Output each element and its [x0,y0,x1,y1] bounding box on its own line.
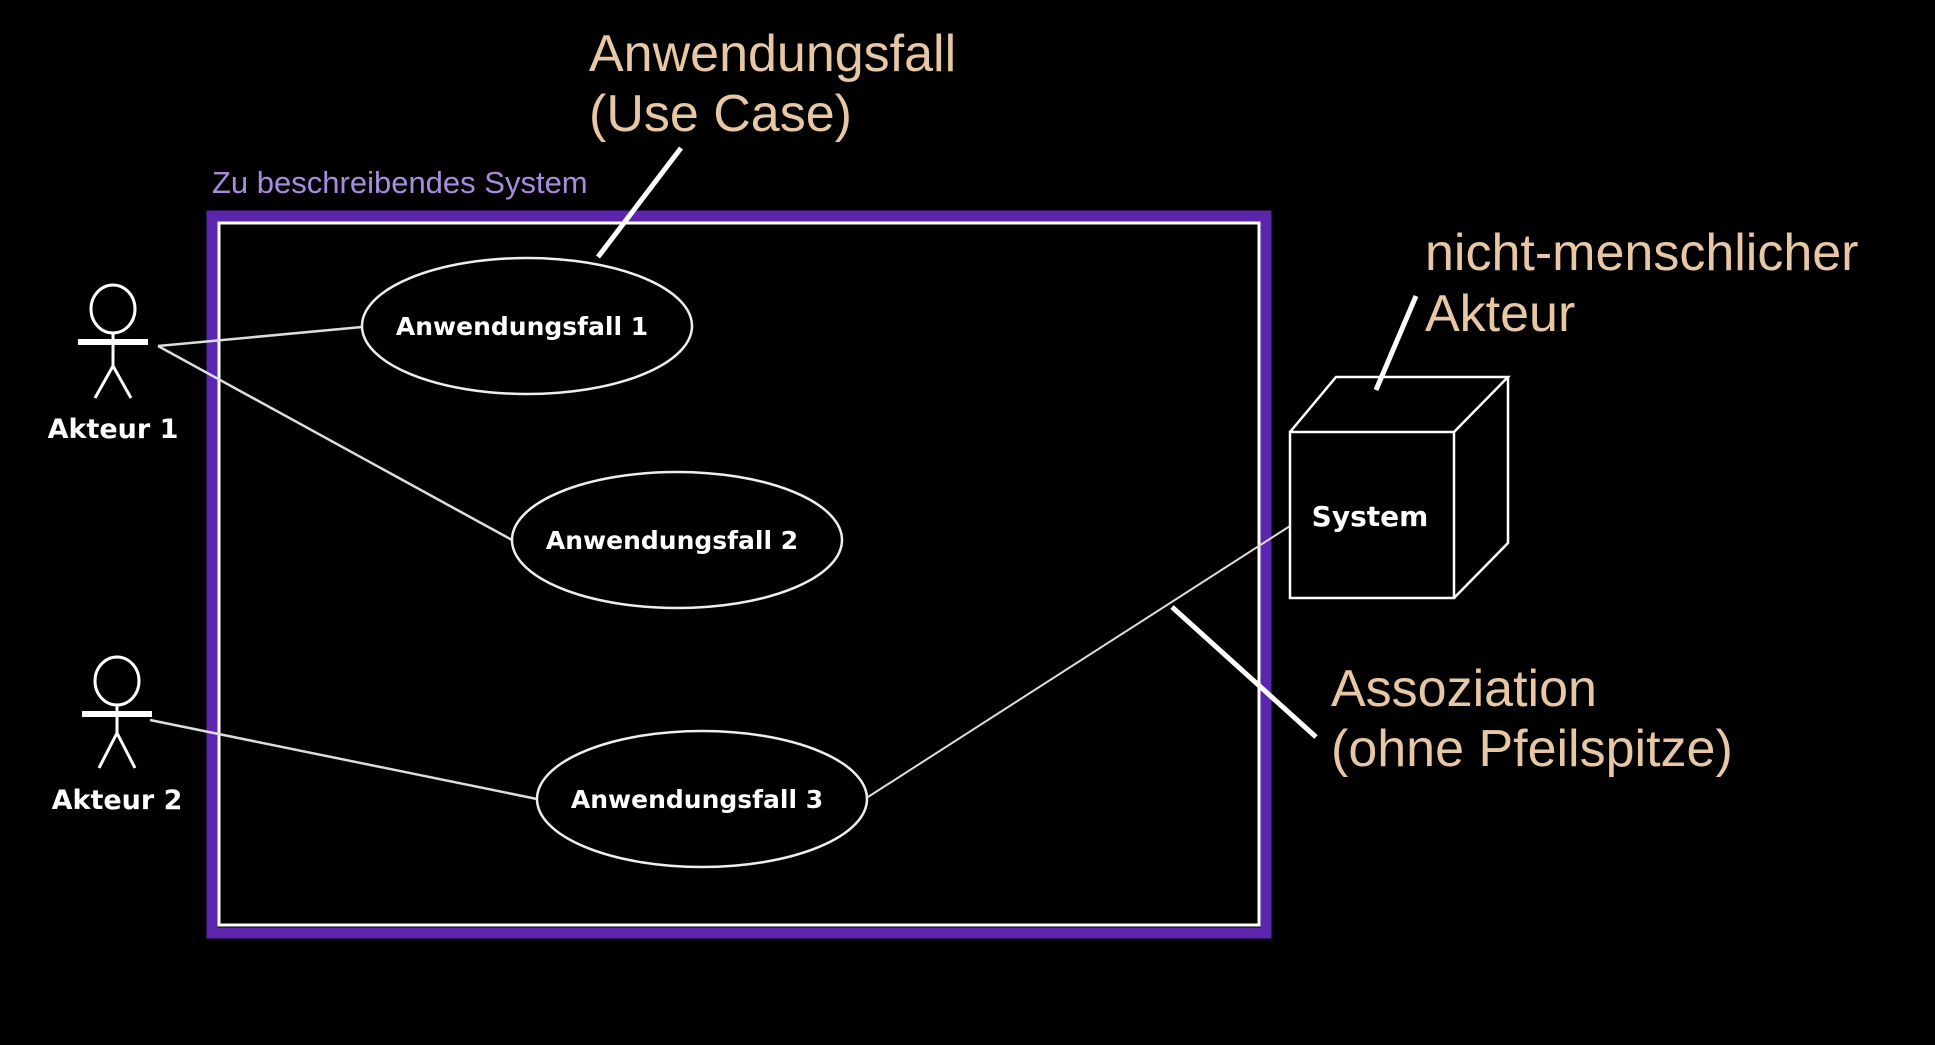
annotation-use-case-line2: (Use Case) [589,85,852,143]
actor-1-label: Akteur 1 [48,414,179,445]
annotation-use-case-line1: Anwendungsfall [589,25,956,83]
association-actor1-uc2 [157,344,513,542]
actor-2[interactable] [82,655,152,769]
annotation-assoc-line2: (ohne Pfeilspitze) [1331,720,1733,778]
association-uc3-system [867,525,1291,798]
pointer-association [1170,605,1318,739]
use-case-3-label: Anwendungsfall 3 [571,785,823,814]
use-case-2[interactable]: Anwendungsfall 2 [510,470,844,610]
system-boundary-label: Zu beschreibendes System [212,165,588,200]
use-case-1-label: Anwendungsfall 1 [396,312,648,341]
pointer-use-case [596,146,683,259]
use-case-3[interactable]: Anwendungsfall 3 [535,729,869,869]
annotation-assoc-line1: Assoziation [1331,660,1597,718]
actor-2-head-icon [93,655,141,707]
use-case-2-label: Anwendungsfall 2 [546,526,798,555]
annotation-nonhuman-line1: nicht-menschlicher [1425,224,1859,282]
actor-1-head-icon [89,283,137,335]
pointer-nonhuman-actor [1373,295,1419,391]
system-node-label: System [1312,500,1429,533]
actor-1[interactable] [78,283,148,399]
association-actor2-uc3 [149,718,538,801]
association-actor1-uc1 [157,325,363,348]
system-node[interactable] [1288,375,1511,600]
use-case-1[interactable]: Anwendungsfall 1 [360,256,694,396]
system-boundary-outer [206,210,1272,939]
actor-2-label: Akteur 2 [52,785,183,816]
annotation-nonhuman-line2: Akteur [1425,285,1575,343]
system-boundary-inner [217,221,1261,927]
